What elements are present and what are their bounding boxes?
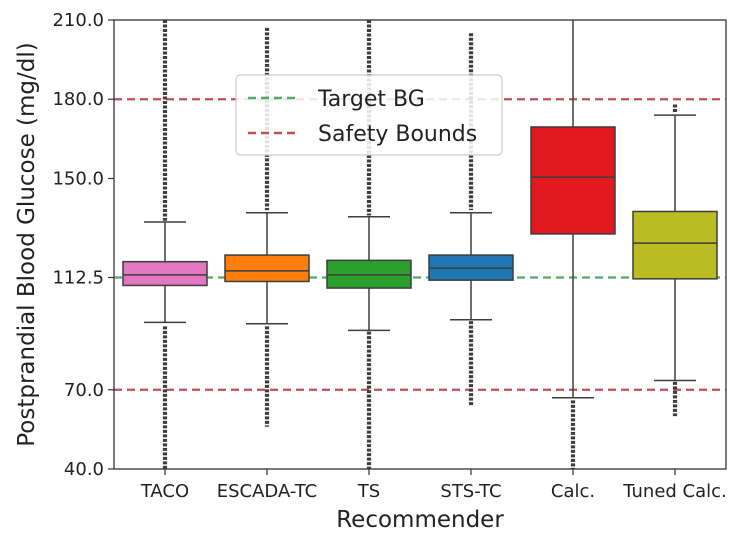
plot-area-frame	[113, 19, 727, 470]
x-tick-label-5: Tuned Calc.	[622, 481, 727, 502]
legend: Target BG Safety Bounds	[235, 74, 503, 156]
x-tick-label-4: Calc.	[551, 481, 595, 502]
x-axis-ticks: TACO ESCADA-TC TS STS-TC Calc. Tuned Calc.	[140, 469, 727, 502]
box-body-5	[632, 210, 718, 280]
legend-label-0: Target BG	[317, 87, 425, 112]
y-tick-label-5: 210.0	[52, 10, 104, 31]
x-tick-label-2: TS	[357, 481, 380, 502]
y-tick-label-3: 150.0	[52, 168, 104, 189]
box-body-0	[122, 260, 208, 287]
box-2	[326, 20, 412, 469]
y-tick-label-2: 112.5	[52, 268, 104, 289]
box-body-1	[224, 254, 310, 283]
legend-label-1: Safety Bounds	[318, 122, 477, 147]
x-tick-label-1: ESCADA-TC	[217, 481, 318, 502]
box-0	[122, 20, 208, 469]
x-axis-label: Recommender	[336, 507, 504, 533]
box-5	[632, 104, 718, 417]
box-4	[530, 20, 616, 469]
y-tick-label-1: 70.0	[64, 380, 104, 401]
y-tick-label-0: 40.0	[64, 459, 104, 480]
x-tick-label-3: STS-TC	[440, 481, 501, 502]
legend-frame	[235, 74, 503, 156]
y-tick-label-4: 180.0	[52, 89, 104, 110]
x-tick-label-0: TACO	[140, 481, 189, 502]
y-axis-ticks: 40.0 70.0 112.5 150.0 180.0 210.0	[52, 10, 114, 480]
y-axis-label: Postprandial Blood Glucose (mg/dl)	[14, 42, 40, 447]
box-body-4	[530, 126, 616, 235]
